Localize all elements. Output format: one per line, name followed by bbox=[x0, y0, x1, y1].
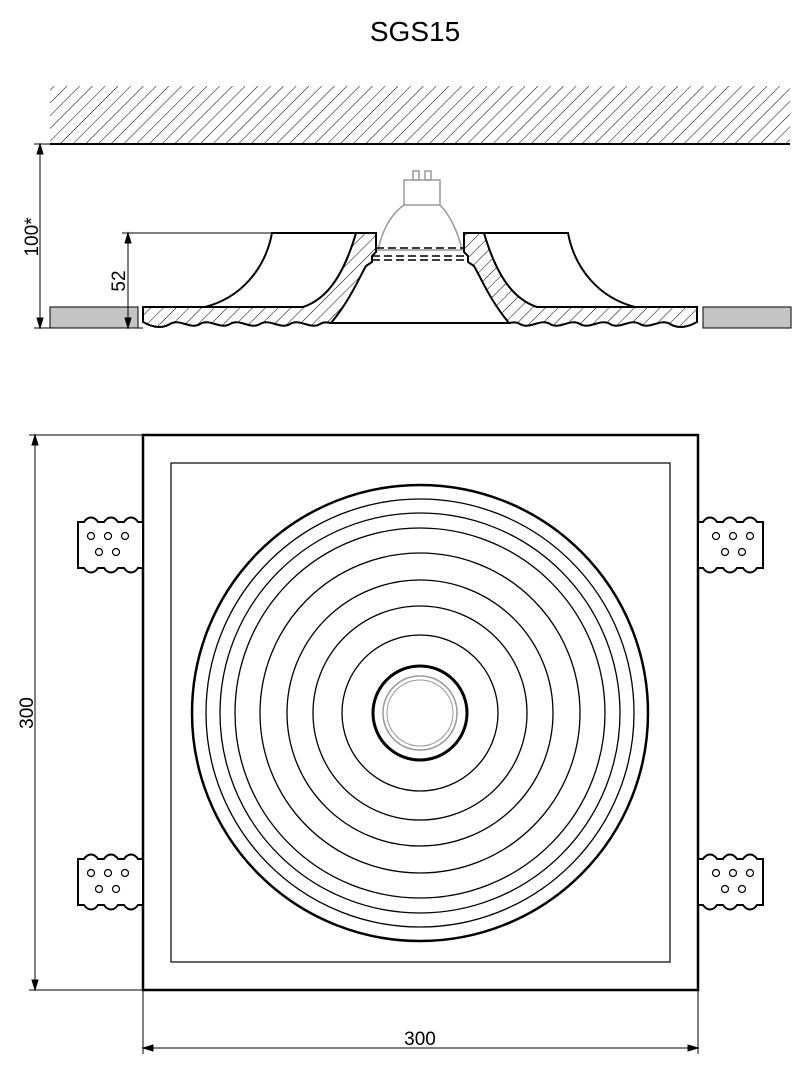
ceiling-board-right bbox=[702, 306, 792, 329]
plan-inner-square bbox=[170, 462, 671, 963]
dimension-plan-height bbox=[29, 433, 143, 992]
ring-6 bbox=[286, 579, 554, 847]
dimension-total-height bbox=[34, 142, 50, 330]
ceiling-board-left bbox=[49, 306, 139, 329]
fixture-flange-right bbox=[482, 232, 636, 308]
lamp-gu10 bbox=[377, 170, 463, 251]
dim-plan-width-label: 300 bbox=[404, 1029, 436, 1050]
ring-2 bbox=[205, 498, 635, 928]
drawing-title: SGS15 bbox=[370, 16, 460, 47]
ring-3 bbox=[219, 512, 621, 914]
mounting-tab-bottom-right bbox=[697, 853, 764, 911]
dimension-fixture-height bbox=[122, 231, 272, 330]
lamp-inner-plan bbox=[386, 679, 454, 747]
section-view: 100* 52 bbox=[22, 86, 792, 330]
lamp-outline-plan bbox=[382, 675, 458, 751]
dim-total-height-label: 100* bbox=[22, 217, 43, 257]
ring-aperture bbox=[371, 664, 469, 762]
mounting-tab-bottom-left bbox=[77, 853, 144, 911]
ring-outer bbox=[190, 483, 650, 943]
mounting-tab-top-right bbox=[697, 516, 764, 574]
dimension-plan-width bbox=[141, 990, 700, 1054]
plan-outer-square bbox=[141, 433, 700, 992]
fixture-flange-left bbox=[204, 232, 358, 308]
ceiling-slab bbox=[50, 86, 790, 144]
dim-plan-height-label: 300 bbox=[17, 697, 38, 729]
dim-fixture-height-label: 52 bbox=[109, 270, 130, 291]
ring-4 bbox=[234, 527, 606, 899]
ring-5 bbox=[259, 552, 581, 874]
ring-8 bbox=[341, 634, 499, 792]
fixture-body-hatched bbox=[142, 232, 698, 329]
ring-7 bbox=[312, 605, 528, 821]
mounting-tab-top-left bbox=[77, 516, 144, 574]
plan-view: 300 300 bbox=[17, 433, 764, 1054]
